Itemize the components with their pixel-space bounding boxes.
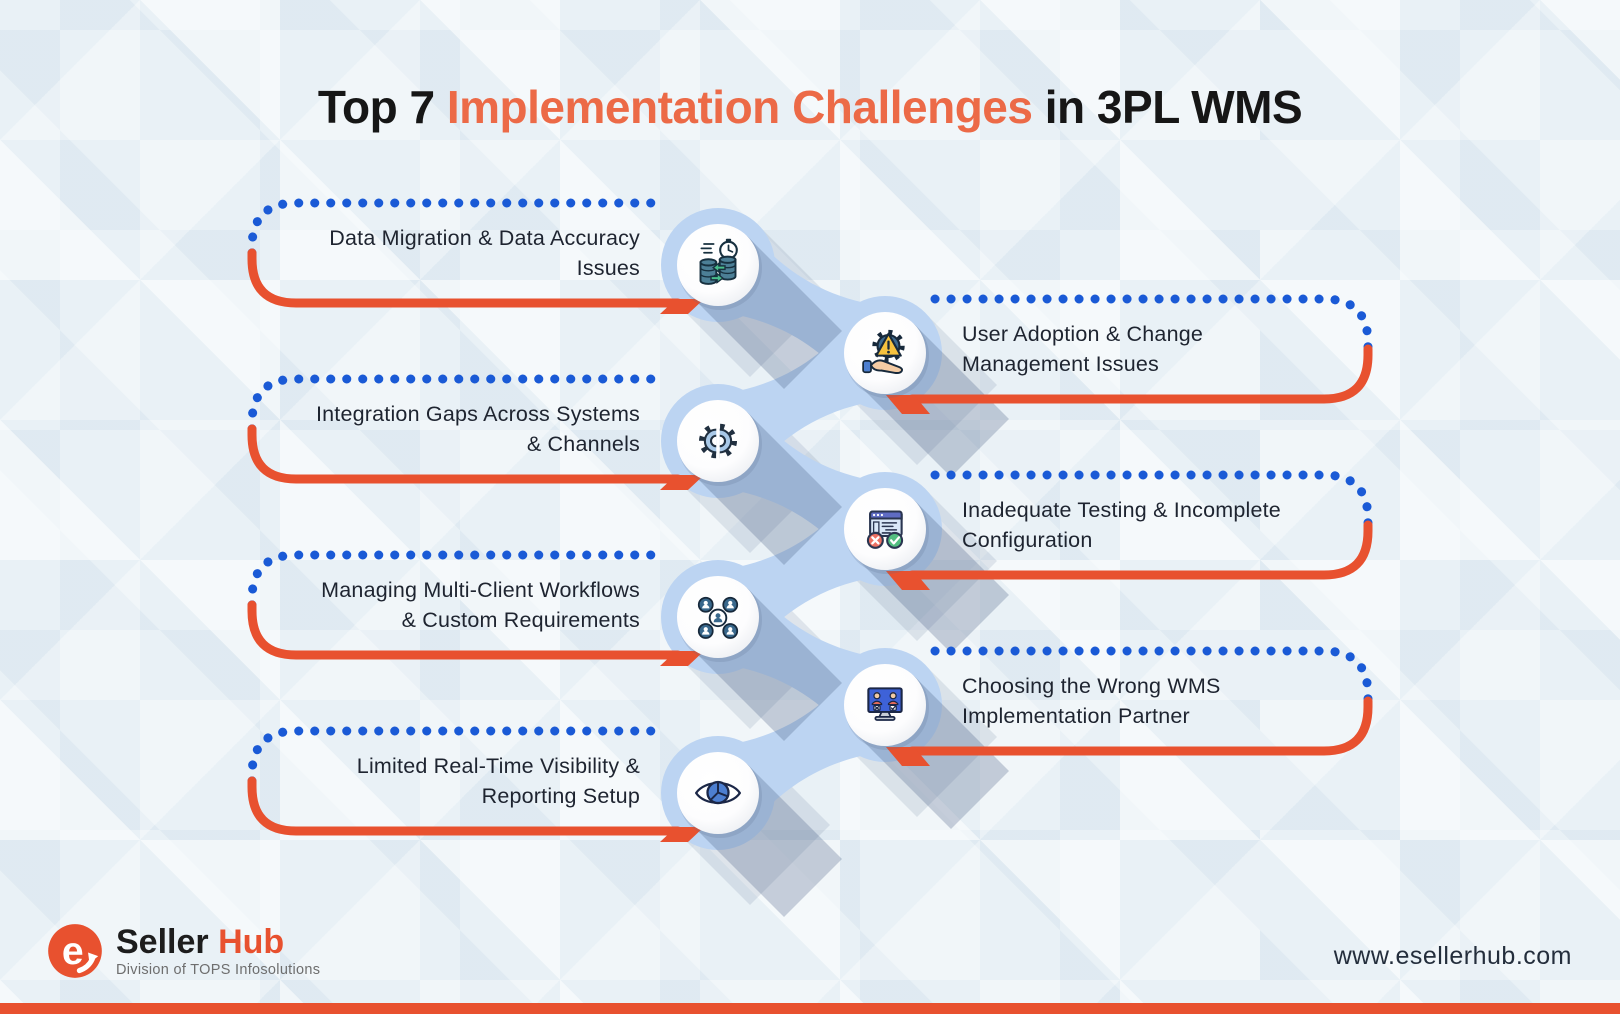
challenge-label-line1: Choosing the Wrong WMS xyxy=(962,674,1221,698)
challenge-label-line2: Reporting Setup xyxy=(481,784,640,808)
challenge-label-line1: Managing Multi-Client Workflows xyxy=(321,578,640,602)
page-title: Top 7 Implementation Challenges in 3PL W… xyxy=(0,80,1620,134)
footer-brand: e Seller Hub Division of TOPS Infosoluti… xyxy=(46,922,320,980)
website-url[interactable]: www.esellerhub.com xyxy=(1333,942,1572,970)
challenge-item-6: Choosing the Wrong WMS Implementation Pa… xyxy=(962,671,1392,731)
challenge-label-line2: Configuration xyxy=(962,528,1093,552)
challenge-item-3: Integration Gaps Across Systems & Channe… xyxy=(210,399,640,459)
challenge-label-line1: User Adoption & Change xyxy=(962,322,1204,346)
title-suffix: in 3PL WMS xyxy=(1032,81,1303,133)
brand-seller: Seller xyxy=(116,923,209,961)
testing-icon xyxy=(857,501,913,557)
challenge-item-4: Inadequate Testing & Incomplete Configur… xyxy=(962,495,1392,555)
brand-hub: Hub xyxy=(218,923,285,961)
bottom-accent-bar xyxy=(0,1003,1620,1014)
visibility-icon xyxy=(690,765,746,821)
challenge-label-line2: Management Issues xyxy=(962,352,1160,376)
challenge-label-line2: & Channels xyxy=(526,432,640,456)
challenge-label-line1: Integration Gaps Across Systems xyxy=(315,402,640,426)
logo-letter: e xyxy=(62,930,84,973)
challenge-label-line1: Limited Real-Time Visibility & xyxy=(356,754,640,778)
title-highlight: Implementation Challenges xyxy=(446,81,1033,133)
challenge-connectors xyxy=(247,198,1373,842)
data-migration-icon xyxy=(690,237,746,293)
challenge-label-line2: & Custom Requirements xyxy=(401,608,640,632)
title-prefix: Top 7 xyxy=(317,81,447,133)
challenge-label-line1: Inadequate Testing & Incomplete xyxy=(962,498,1281,522)
brand-tagline: Division of TOPS Infosolutions xyxy=(116,962,321,978)
challenge-label-line1: Data Migration & Data Accuracy xyxy=(329,226,640,250)
integration-icon xyxy=(690,413,746,469)
challenge-item-2: User Adoption & Change Management Issues xyxy=(962,319,1392,379)
challenge-item-7: Limited Real-Time Visibility & Reporting… xyxy=(210,751,640,811)
multi-client-icon xyxy=(690,589,746,645)
challenge-item-1: Data Migration & Data Accuracy Issues xyxy=(210,223,640,283)
challenge-item-5: Managing Multi-Client Workflows & Custom… xyxy=(210,575,640,635)
user-adoption-icon xyxy=(857,325,913,381)
challenge-label-line2: Implementation Partner xyxy=(962,704,1190,728)
brand-name: Seller Hub xyxy=(116,924,320,960)
challenge-label-line2: Issues xyxy=(576,256,640,280)
sellerhub-logo-icon: e xyxy=(48,924,102,978)
wms-partner-icon xyxy=(857,677,913,733)
